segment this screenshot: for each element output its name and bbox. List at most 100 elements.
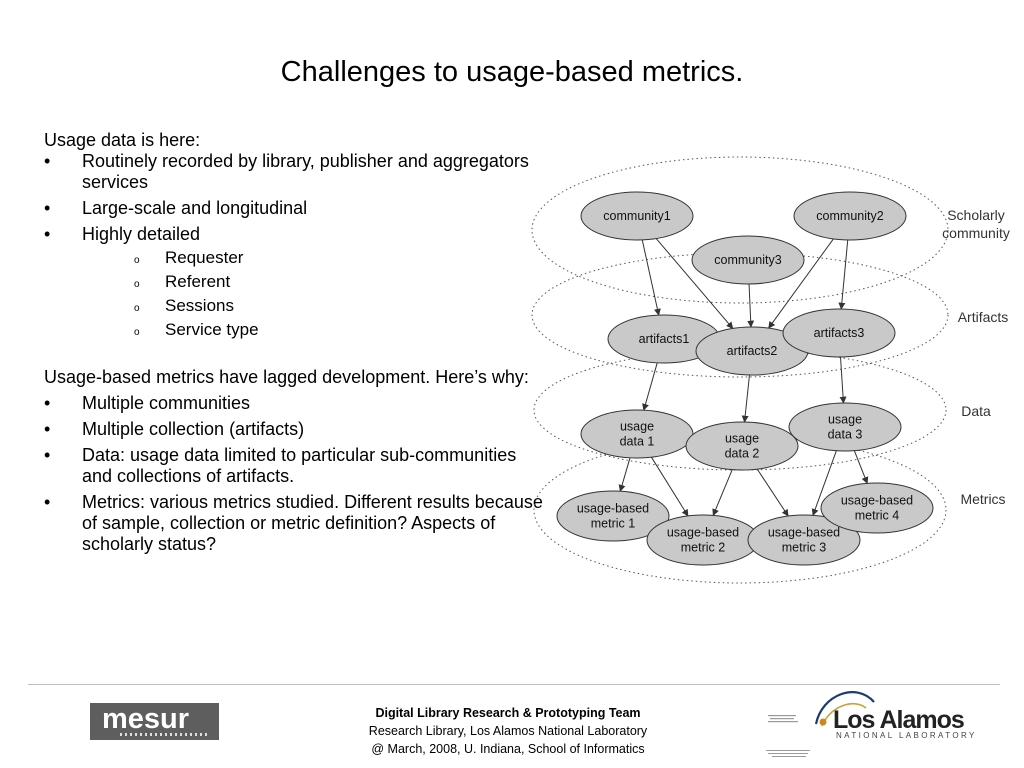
edge-usage_data_1-to-metric_1 <box>618 457 631 492</box>
sub-bullet-marker: o <box>134 327 140 338</box>
sub-bullet-marker: o <box>134 279 140 290</box>
bullet-marker: • <box>44 198 51 218</box>
edge-usage_data_3-to-metric_3 <box>811 450 837 516</box>
edge-community3-to-artifacts2 <box>747 283 755 328</box>
mesur-logo-ticks <box>120 733 209 736</box>
bullet-marker: • <box>44 393 51 413</box>
bullet-text: Multiple communities <box>82 393 251 413</box>
node-label-artifacts2: artifacts2 <box>727 344 778 358</box>
bullet-text: Data: usage data limited to particular s… <box>82 445 517 486</box>
bullet-item: • Multiple collection (artifacts) <box>44 419 544 440</box>
usage-bullet-list: • Routinely recorded by library, publishe… <box>44 151 544 340</box>
mesur-logo-text: mesur <box>102 703 190 735</box>
bullet-marker: • <box>44 151 51 171</box>
edge-artifacts3-to-usage_data_3 <box>839 356 847 404</box>
node-label-community3: community3 <box>714 253 781 267</box>
bullet-text: Large-scale and longitudinal <box>82 198 308 218</box>
sub-bullet-marker: o <box>134 255 140 266</box>
node-community3 <box>691 235 805 285</box>
layer-ellipse-scholarly-community <box>531 156 949 304</box>
edge-community2-to-artifacts3 <box>838 239 849 310</box>
layer-label-artifacts: Artifacts <box>958 309 1009 325</box>
node-label-artifacts1: artifacts1 <box>639 332 690 346</box>
reasons-bullet-list: • Multiple communities • Multiple collecti… <box>44 393 544 555</box>
lanl-orbit-swoosh <box>814 691 875 725</box>
edge-community1-to-artifacts1 <box>641 239 661 316</box>
bullet-text: Multiple collection (artifacts) <box>82 419 305 439</box>
node-artifacts3 <box>782 308 896 358</box>
node-usage_data_3 <box>788 402 902 452</box>
footer-credits: Digital Library Research & Prototyping T… <box>300 704 716 758</box>
node-metric_3 <box>747 514 861 566</box>
lanl-fine-print-marks <box>766 715 810 757</box>
metrics-intro: Usage-based metrics have lagged developm… <box>44 367 529 387</box>
slide-title: Challenges to usage-based metrics. <box>280 56 744 88</box>
sub-bullet-item: o Referent <box>82 271 544 292</box>
node-metric_1 <box>556 490 670 542</box>
layer-ellipse-data <box>533 349 947 471</box>
sub-bullet-text: Requester <box>165 248 244 267</box>
bullet-item: • Data: usage data limited to particular … <box>44 445 544 487</box>
usage-intro: Usage data is here: <box>44 130 201 150</box>
sub-bullet-text: Referent <box>165 272 231 291</box>
spacer <box>44 345 544 367</box>
edge-usage_data_3-to-metric_4 <box>853 450 869 485</box>
bullet-item: • Routinely recorded by library, publishe… <box>44 151 544 193</box>
bullet-item: • Metrics: various metrics studied. Diffe… <box>44 492 544 555</box>
footer-divider <box>28 684 1000 685</box>
node-usage_data_2 <box>685 421 799 471</box>
bullet-item: • Multiple communities <box>44 393 544 414</box>
layer-label-data: Data <box>961 403 991 419</box>
sub-bullet-text: Service type <box>165 320 259 339</box>
sub-bullet-item: o Sessions <box>82 295 544 316</box>
edge-usage_data_2-to-metric_3 <box>756 468 789 517</box>
edge-community1-to-artifacts2 <box>655 238 734 329</box>
edge-usage_data_2-to-metric_2 <box>712 469 733 517</box>
bullet-text: Highly detailed <box>82 224 201 244</box>
bullet-marker: • <box>44 419 51 439</box>
bullet-marker: • <box>44 492 51 512</box>
node-community2 <box>793 191 907 241</box>
sub-bullet-item: o Service type <box>82 319 544 340</box>
sub-bullet-marker: o <box>134 303 140 314</box>
node-community1 <box>580 191 694 241</box>
layer-ellipse-metrics <box>533 436 947 584</box>
node-metric_4 <box>820 482 934 534</box>
edge-artifacts2-to-usage_data_2 <box>741 374 750 423</box>
edge-usage_data_1-to-metric_2 <box>651 456 689 517</box>
bullet-text: Metrics: various metrics studied. Differ… <box>82 492 543 554</box>
sub-bullet-item: o Requester <box>82 247 544 268</box>
layer-ellipse-artifacts <box>531 252 949 378</box>
footer-team: Digital Library Research & Prototyping T… <box>375 706 641 720</box>
layer-label-metrics: Metrics <box>960 491 1005 507</box>
slide-body-text: Usage data is here: • Routinely recorded … <box>44 130 544 560</box>
bullet-marker: • <box>44 445 51 465</box>
lanl-logo-mark <box>766 691 875 757</box>
lanl-logo-subtitle: NATIONAL LABORATORY <box>836 731 977 740</box>
node-label-artifacts3: artifacts3 <box>814 326 865 340</box>
mesur-logo: mesur <box>90 703 219 740</box>
edge-artifacts1-to-usage_data_1 <box>642 362 658 411</box>
sub-bullet-text: Sessions <box>165 296 234 315</box>
lanl-logo-name: Los Alamos <box>833 706 965 734</box>
footer-event: @ March, 2008, U. Indiana, School of Inf… <box>371 742 645 756</box>
bullet-marker: • <box>44 224 51 244</box>
bullet-text: Routinely recorded by library, publisher… <box>82 151 529 192</box>
bullet-item: • Large-scale and longitudinal <box>44 198 544 219</box>
lanl-dot <box>819 718 827 726</box>
footer-org: Research Library, Los Alamos National La… <box>368 724 648 738</box>
node-label-community2: community2 <box>816 209 883 223</box>
node-label-community1: community1 <box>603 209 670 223</box>
edge-community2-to-artifacts2 <box>768 238 834 329</box>
